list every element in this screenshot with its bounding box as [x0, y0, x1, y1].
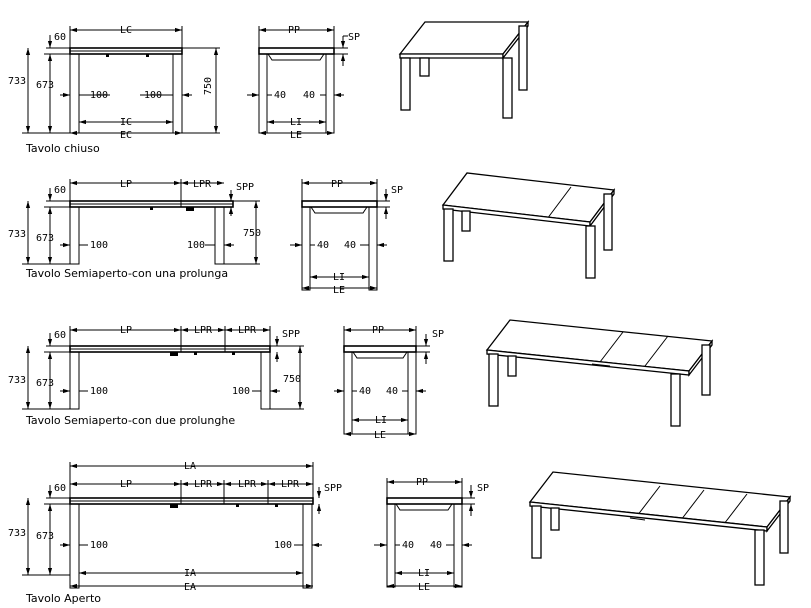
dim-100-left: 100 — [90, 540, 108, 551]
two-extensions-side-view: PP SP 40 40 LI LE — [334, 325, 444, 441]
open-table-front-view: LA LP LPR LPR LPR SPP 60 733 673 100 100… — [8, 461, 342, 593]
dim-ia: IA — [184, 568, 196, 579]
dim-733: 733 — [8, 76, 26, 87]
dim-li: LI — [333, 272, 345, 283]
dim-lpr-1: LPR — [194, 325, 213, 336]
dim-li: LI — [375, 415, 387, 426]
one-extension-side-view: PP SP 40 40 LI LE — [290, 179, 403, 296]
dim-lp: LP — [120, 479, 132, 490]
dim-750: 750 — [243, 228, 261, 239]
dim-ic: IC — [120, 117, 132, 128]
dim-40-left: 40 — [359, 386, 371, 397]
open-table-isometric — [528, 471, 792, 586]
dim-spp: SPP — [236, 182, 254, 193]
dim-750: 750 — [283, 374, 301, 385]
dim-40-left: 40 — [317, 240, 329, 251]
dim-sp: SP — [348, 32, 360, 43]
dim-pp: PP — [331, 179, 343, 190]
dim-spp: SPP — [282, 329, 300, 340]
dim-733: 733 — [8, 229, 26, 240]
dim-ec: EC — [120, 130, 132, 141]
dim-lpr-1: LPR — [194, 479, 213, 490]
dim-733: 733 — [8, 528, 26, 539]
dim-60: 60 — [54, 185, 66, 196]
dim-la: LA — [184, 461, 196, 472]
dim-le: LE — [333, 285, 345, 296]
dim-40-right: 40 — [344, 240, 356, 251]
dim-lpr: LPR — [193, 179, 212, 190]
dim-733: 733 — [8, 375, 26, 386]
dim-lpr-2: LPR — [238, 479, 257, 490]
one-extension-isometric — [441, 172, 616, 279]
dim-673: 673 — [36, 233, 54, 244]
dim-le: LE — [374, 430, 386, 441]
dim-le: LE — [418, 582, 430, 593]
dim-spp: SPP — [324, 483, 342, 494]
dim-40-left: 40 — [402, 540, 414, 551]
dim-100-right: 100 — [232, 386, 250, 397]
open-table-side-view: PP SP 40 40 LI LE — [374, 477, 489, 593]
dim-40-right: 40 — [430, 540, 442, 551]
dim-100-right: 100 — [274, 540, 292, 551]
dim-100-right: 100 — [144, 90, 162, 101]
dim-le: LE — [290, 130, 302, 141]
dim-pp: PP — [288, 25, 300, 36]
closed-table-isometric — [398, 20, 530, 119]
dim-40-left: 40 — [274, 90, 286, 101]
caption-one-extension: Tavolo Semiaperto-con una prolunga — [25, 267, 228, 280]
dim-lpr-2: LPR — [238, 325, 257, 336]
dim-100-left: 100 — [90, 240, 108, 251]
dim-60: 60 — [54, 32, 66, 43]
one-extension-front-view: LP LPR SPP 60 733 673 750 100 100 — [8, 179, 261, 265]
dim-sp: SP — [477, 483, 489, 494]
dim-60: 60 — [54, 330, 66, 341]
caption-closed: Tavolo chiuso — [25, 142, 100, 155]
closed-table-front-view: LC 60 733 673 750 100 100 IC EC — [8, 25, 220, 141]
dim-lpr-3: LPR — [281, 479, 300, 490]
dim-673: 673 — [36, 531, 54, 542]
dim-pp: PP — [372, 325, 384, 336]
dim-lp: LP — [120, 179, 132, 190]
dim-100-right: 100 — [187, 240, 205, 251]
closed-table-side-view: PP SP 40 40 LI LE — [247, 25, 360, 141]
caption-open: Tavolo Aperto — [25, 592, 101, 605]
dim-40-right: 40 — [303, 90, 315, 101]
dim-673: 673 — [36, 378, 54, 389]
two-extensions-front-view: LP LPR LPR SPP 60 733 673 750 100 100 — [8, 325, 304, 410]
dim-750: 750 — [203, 77, 214, 95]
dim-100-left: 100 — [90, 90, 108, 101]
dim-40-right: 40 — [386, 386, 398, 397]
dim-li: LI — [418, 568, 430, 579]
dim-sp: SP — [432, 329, 444, 340]
dim-li: LI — [290, 117, 302, 128]
dim-60: 60 — [54, 483, 66, 494]
dim-sp: SP — [391, 185, 403, 196]
dim-lc: LC — [120, 25, 132, 36]
two-extensions-isometric — [485, 319, 714, 427]
dim-lp: LP — [120, 325, 132, 336]
dim-673: 673 — [36, 80, 54, 91]
dim-ea: EA — [184, 582, 196, 593]
dim-100-left: 100 — [90, 386, 108, 397]
caption-two-extensions: Tavolo Semiaperto-con due prolunghe — [25, 414, 235, 427]
dim-pp: PP — [416, 477, 428, 488]
